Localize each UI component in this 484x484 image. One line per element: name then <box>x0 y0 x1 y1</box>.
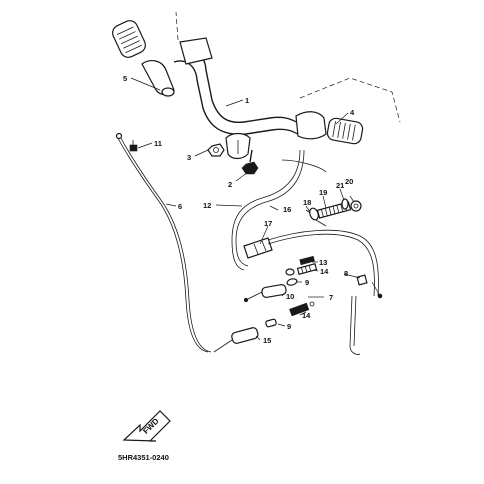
callout-12: 12 <box>203 201 211 210</box>
callout-6: 6 <box>178 202 182 211</box>
left-grip <box>112 20 146 58</box>
cable-fitting-18 <box>305 207 327 227</box>
callout-10: 10 <box>286 292 294 301</box>
part-code: 5HR4351-0240 <box>118 453 169 462</box>
cable-guide-13 <box>285 255 315 276</box>
callout-19: 19 <box>319 188 327 197</box>
tube-15 <box>213 327 259 353</box>
callout-17: 17 <box>264 219 272 228</box>
callout-14-lower: 14 <box>302 311 311 320</box>
callout-18: 18 <box>303 198 311 207</box>
nut <box>207 143 225 157</box>
callout-1: 1 <box>245 96 249 105</box>
callout-9-lower: 9 <box>287 322 291 331</box>
callout-16: 16 <box>283 205 291 214</box>
leader-lines <box>130 77 361 341</box>
callout-20: 20 <box>345 177 353 186</box>
callout-21: 21 <box>336 181 344 190</box>
right-throttle-grip <box>326 117 364 145</box>
tube-10 <box>243 284 287 303</box>
screw-11 <box>129 140 138 152</box>
cable-end-9-lower <box>265 318 277 328</box>
callout-15: 15 <box>263 336 271 345</box>
dashed-outline <box>175 11 401 123</box>
callout-2: 2 <box>228 180 232 189</box>
callout-9-upper: 9 <box>305 278 309 287</box>
cable-junction-17 <box>243 237 273 259</box>
fwd-arrow: FWD <box>122 410 171 442</box>
cable-6 <box>115 132 212 353</box>
callout-5: 5 <box>123 74 127 83</box>
boot-14-lower <box>289 301 315 317</box>
nut-20 <box>350 200 362 212</box>
callout-labels: 1 2 3 4 5 6 7 8 9 9 10 11 12 13 14 14 15… <box>123 74 355 345</box>
callout-14-upper: 14 <box>320 267 329 276</box>
callout-3: 3 <box>187 153 191 162</box>
callout-7: 7 <box>329 293 333 302</box>
throttle-cable-loop <box>231 149 327 271</box>
left-lever-bracket <box>141 60 175 97</box>
boot-14-upper <box>296 263 318 275</box>
nut-21 <box>341 198 349 210</box>
bolt <box>241 149 259 175</box>
callout-8: 8 <box>344 269 348 278</box>
cable-end-9-upper <box>286 278 298 286</box>
callout-4: 4 <box>350 108 355 117</box>
callout-13: 13 <box>319 258 327 267</box>
cable-7 <box>267 229 379 355</box>
callout-11: 11 <box>154 139 162 148</box>
handlebar <box>173 37 327 160</box>
